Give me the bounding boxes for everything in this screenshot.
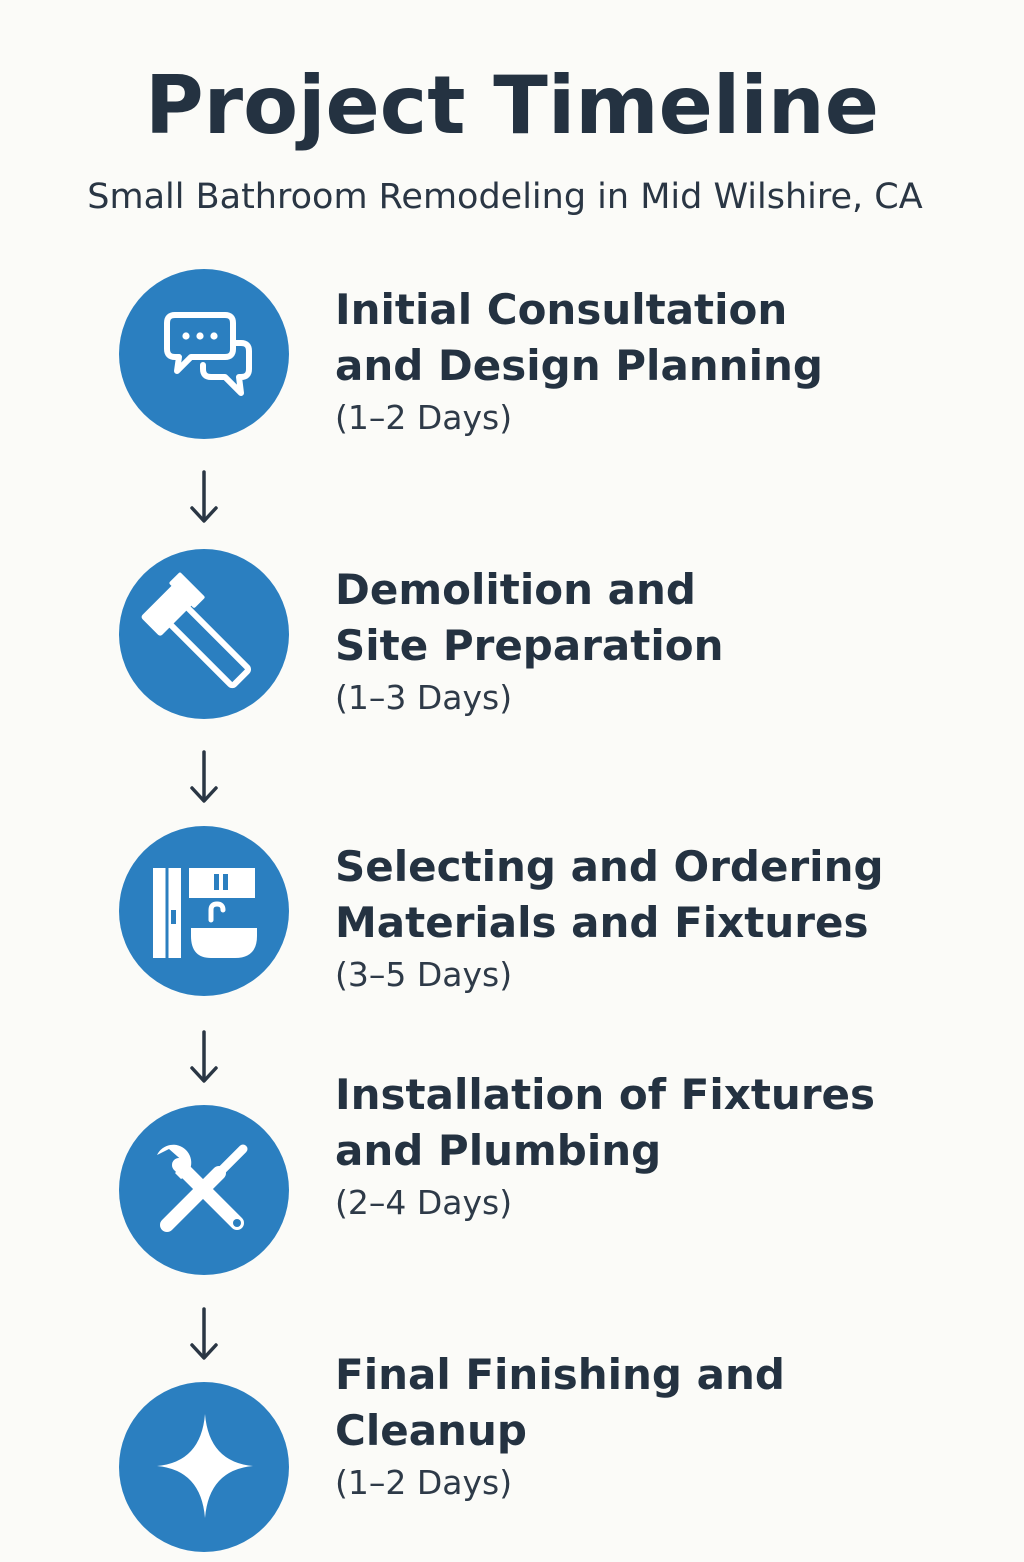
step-title-line: Final Finishing and [335,1350,785,1399]
step-title-line: Materials and Fixtures [335,898,869,947]
sparkle-icon [157,1414,253,1518]
step-title-line: Installation of Fixtures [335,1070,876,1119]
step-icon-circle [119,1105,289,1275]
step-title-line: and Plumbing [335,1126,662,1175]
arrow-down-icon [190,1307,218,1360]
step-title-line: Cleanup [335,1406,527,1455]
tools-icon [157,1144,248,1232]
step-duration: (1–2 Days) [335,398,513,437]
page-title: Project Timeline [145,59,879,152]
arrow-down-icon [190,470,218,523]
step-title-line: Site Preparation [335,621,724,670]
arrow-down-icon [190,750,218,803]
step-duration: (2–4 Days) [335,1183,513,1222]
fixtures-icon [153,868,257,958]
step-icon-circle [119,1382,289,1552]
page-subtitle: Small Bathroom Remodeling in Mid Wilshir… [87,177,923,217]
timeline-step-finishing: Final Finishing and Cleanup (1–2 Days) [0,1350,1024,1562]
step-icon-circle [119,269,289,439]
step-title-line: Initial Consultation [335,285,788,334]
arrow-down-icon [190,1030,218,1083]
step-duration: (3–5 Days) [335,955,513,994]
step-duration: (1–3 Days) [335,678,513,717]
chat-bubbles-icon [164,312,252,396]
timeline-step-consultation: Initial Consultation and Design Planning… [0,269,1024,449]
step-duration: (1–2 Days) [335,1463,513,1502]
step-icon-circle [119,549,289,719]
step-title-line: Selecting and Ordering [335,842,884,891]
timeline-step-materials: Selecting and Ordering Materials and Fix… [0,826,1024,1006]
step-title-line: and Design Planning [335,341,823,390]
timeline-step-installation: Installation of Fixtures and Plumbing (2… [0,1070,1024,1284]
hammer-icon [141,572,252,689]
step-title-line: Demolition and [335,565,696,614]
timeline-step-demolition: Demolition and Site Preparation (1–3 Day… [0,549,1024,729]
step-icon-circle [119,826,289,996]
